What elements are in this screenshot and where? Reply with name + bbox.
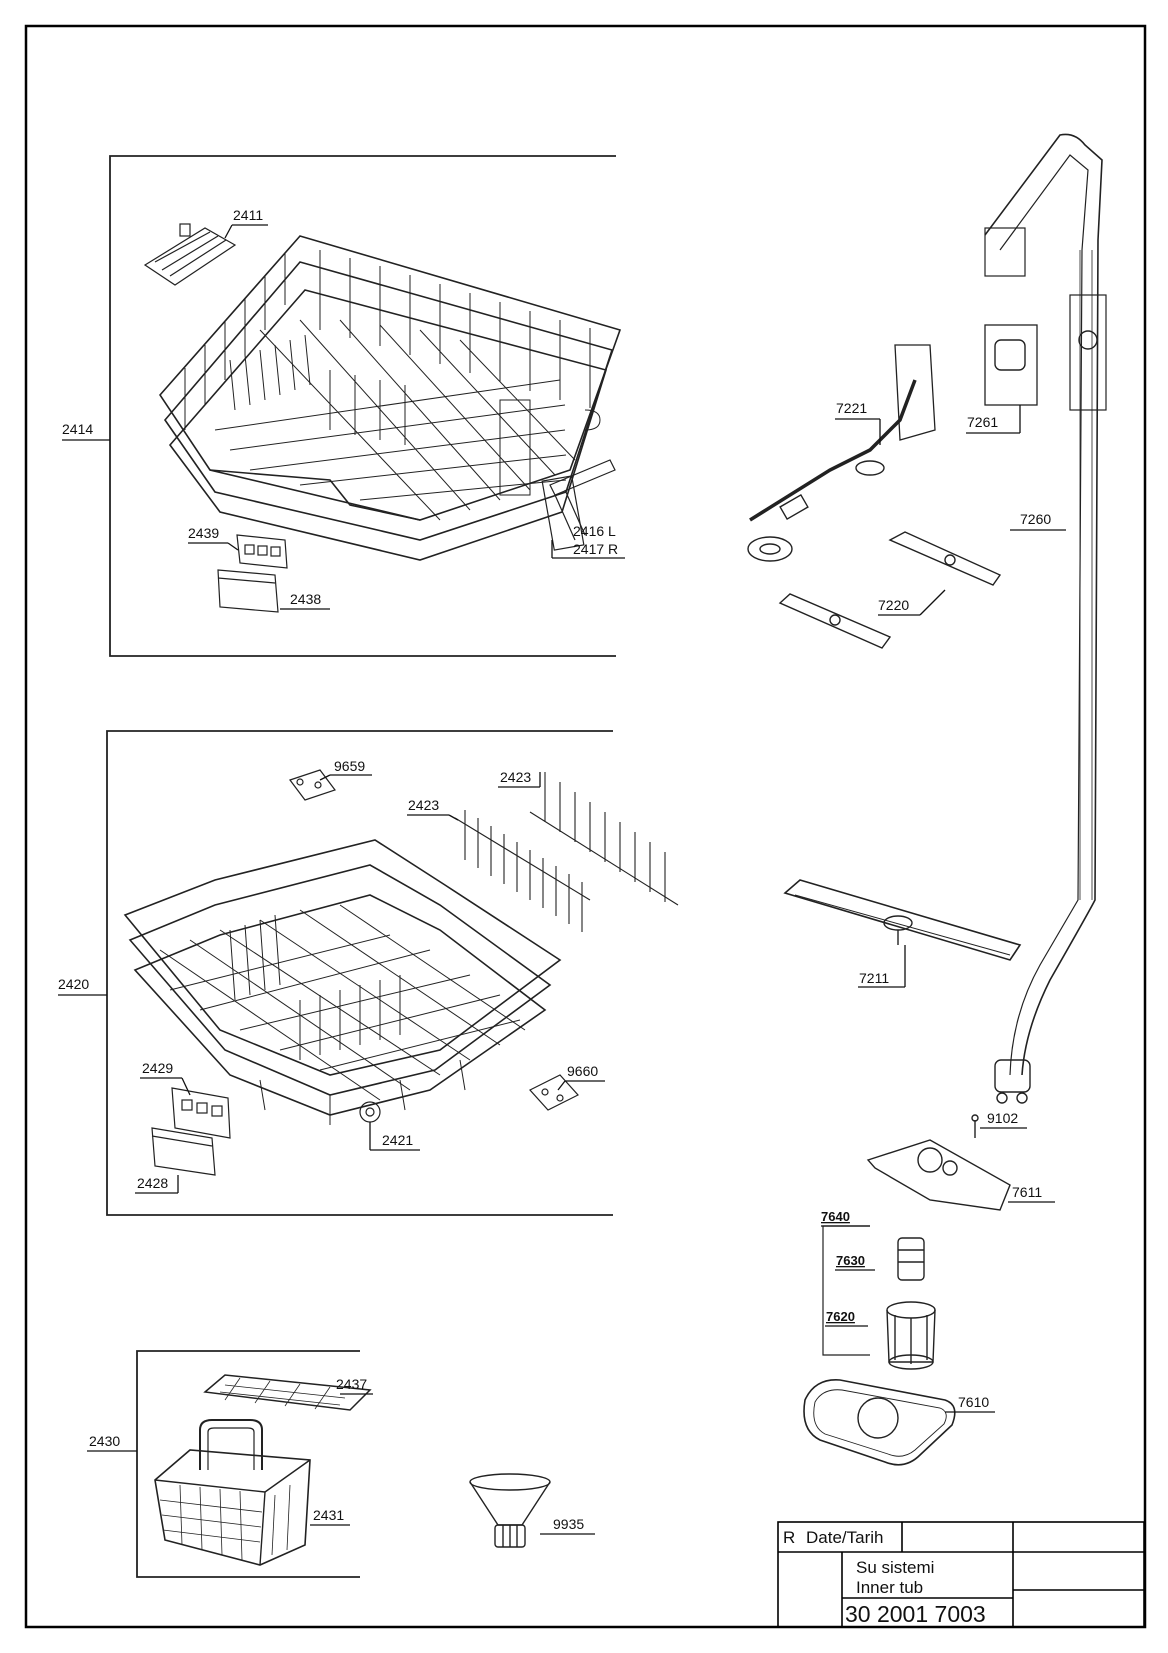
part-label: 2428 [137,1175,168,1191]
spray-system [747,133,1107,1104]
part-label: 7220 [878,597,909,613]
part-label: 2437 [336,1376,367,1392]
part-label: 2411 [233,207,263,223]
part-label: 7221 [836,400,867,416]
drawing-frame [24,24,1147,1629]
part-labels: 2411 2414 2439 2438 2416 L 2417 R 7221 7… [58,207,1051,1532]
part-label: 2423 [408,797,439,813]
part-label: 2429 [142,1060,173,1076]
part-label: 2416 L [573,523,616,539]
part-label: 2430 [89,1433,120,1449]
part-label: 7611 [1012,1184,1042,1200]
filter-system [803,1114,1011,1466]
title-block-doc-number: 30 2001 7003 [845,1601,986,1627]
leader-lines [58,224,1066,1535]
title-block-title-en: Inner tub [856,1578,923,1597]
part-label: 2421 [382,1132,413,1148]
part-label: 2438 [290,591,321,607]
lower-basket-group [106,730,679,1216]
upper-basket-group [109,155,622,657]
part-label: 7261 [967,414,998,430]
title-block-rev: R [783,1528,795,1547]
part-label: 7620 [826,1309,855,1324]
part-label: 9659 [334,758,365,774]
part-label: 2414 [62,421,93,437]
part-label: 7640 [821,1209,850,1224]
part-label: 2431 [313,1507,344,1523]
part-label: 2423 [500,769,531,785]
title-block [777,1521,1145,1628]
part-label: 2417 R [573,541,618,557]
part-label: 2420 [58,976,89,992]
funnel-part [469,1473,551,1548]
part-label: 9935 [553,1516,584,1532]
title-block-date: Date/Tarih [806,1528,883,1547]
part-label: 9660 [567,1063,598,1079]
part-label: 9102 [987,1110,1018,1126]
part-label: 7610 [958,1394,989,1410]
part-label: 7211 [859,970,889,986]
part-label: 7630 [836,1253,865,1268]
part-label: 7260 [1020,511,1051,527]
part-label: 2439 [188,525,219,541]
title-block-title-tr: Su sistemi [856,1558,934,1577]
cutlery-basket-group [136,1350,372,1578]
